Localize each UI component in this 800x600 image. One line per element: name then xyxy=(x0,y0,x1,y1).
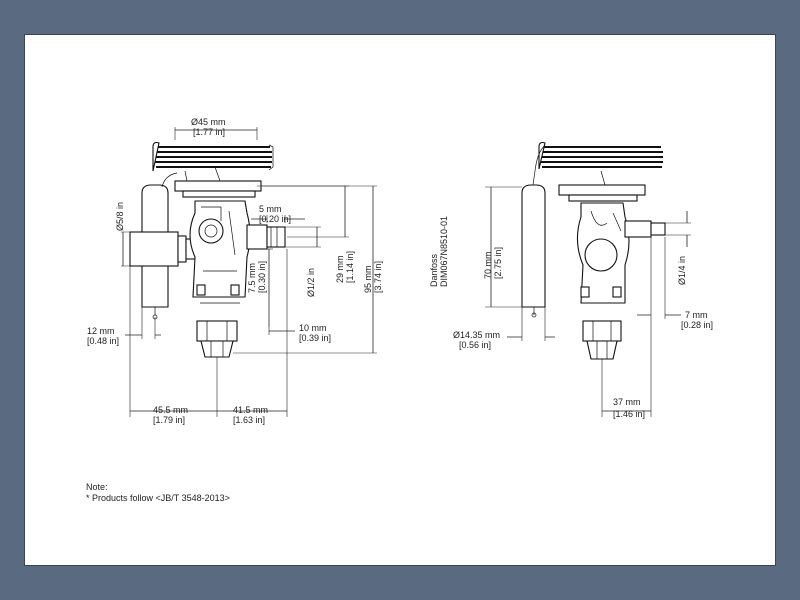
left-dimensions: Ø45 mm [1.77 in] Ø5/8 in 5 mm [0.20 in] … xyxy=(87,117,383,425)
dim-7-mm: 7 mm xyxy=(685,310,708,320)
note-line: * Products follow <JB/T 3548-2013> xyxy=(86,493,230,503)
left-inlet-fitting xyxy=(129,231,199,267)
dim-7-5-mm: 7.5 mm xyxy=(247,263,257,293)
dim-45-5-mm: 45.5 mm xyxy=(153,405,188,415)
left-valve-drawing xyxy=(129,141,286,358)
dim-10-in: [0.39 in] xyxy=(299,333,331,343)
dim-29-in: [1.14 in] xyxy=(345,251,355,283)
dim-14in: Ø1/4 in xyxy=(677,256,687,285)
dim-37-mm: 37 mm xyxy=(613,397,641,407)
note-title: Note: xyxy=(86,482,108,492)
dim-12-mm: 12 mm xyxy=(87,326,115,336)
right-valve-drawing xyxy=(521,141,666,360)
right-valve-body xyxy=(576,202,630,304)
left-outlet-port xyxy=(246,224,286,250)
dim-41-5-in: [1.63 in] xyxy=(233,415,265,425)
dim-29-mm: 29 mm xyxy=(335,255,345,283)
dim-70-in: [2.75 in] xyxy=(493,247,503,279)
right-bottom-nut xyxy=(582,320,622,360)
dim-37-in: [1.46 in] xyxy=(613,409,645,419)
dim-10-mm: 10 mm xyxy=(299,323,327,333)
dim-45-in: [1.77 in] xyxy=(193,127,225,137)
dim-5-mm: 5 mm xyxy=(259,204,282,214)
left-thermo-head xyxy=(152,141,274,198)
right-dimensions: Danfoss DIM067N8510-01 70 mm [2.75 in] Ø… xyxy=(429,186,713,419)
left-bottom-nut xyxy=(196,320,238,358)
dim-7-5-in: [0.30 in] xyxy=(257,261,267,293)
dim-45-mm: Ø45 mm xyxy=(191,117,226,127)
right-bulb xyxy=(521,184,546,318)
dim-70-mm: 70 mm xyxy=(483,251,493,279)
drawing-number: DIM067N8510-01 xyxy=(439,216,449,287)
left-valve-body xyxy=(189,200,251,304)
dim-14-35-in: [0.56 in] xyxy=(459,340,491,350)
right-outlet-port xyxy=(624,220,666,238)
dim-12-in: [0.48 in] xyxy=(87,336,119,346)
dim-5-in: [0.20 in] xyxy=(259,214,291,224)
dim-95-in: [3.74 in] xyxy=(373,261,383,293)
dim-12in: Ø1/2 in xyxy=(306,268,316,297)
dim-58-in: Ø5/8 in xyxy=(115,202,125,231)
drawing-sheet: Ø45 mm [1.77 in] Ø5/8 in 5 mm [0.20 in] … xyxy=(24,34,776,566)
technical-drawing: Ø45 mm [1.77 in] Ø5/8 in 5 mm [0.20 in] … xyxy=(87,117,713,425)
dim-95-mm: 95 mm xyxy=(363,265,373,293)
dim-45-5-in: [1.79 in] xyxy=(153,415,185,425)
dim-7-in: [0.28 in] xyxy=(681,320,713,330)
right-thermo-head xyxy=(532,141,663,202)
dim-14-35-mm: Ø14.35 mm xyxy=(453,330,500,340)
dim-41-5-mm: 41.5 mm xyxy=(233,405,268,415)
brand-name: Danfoss xyxy=(429,253,439,287)
